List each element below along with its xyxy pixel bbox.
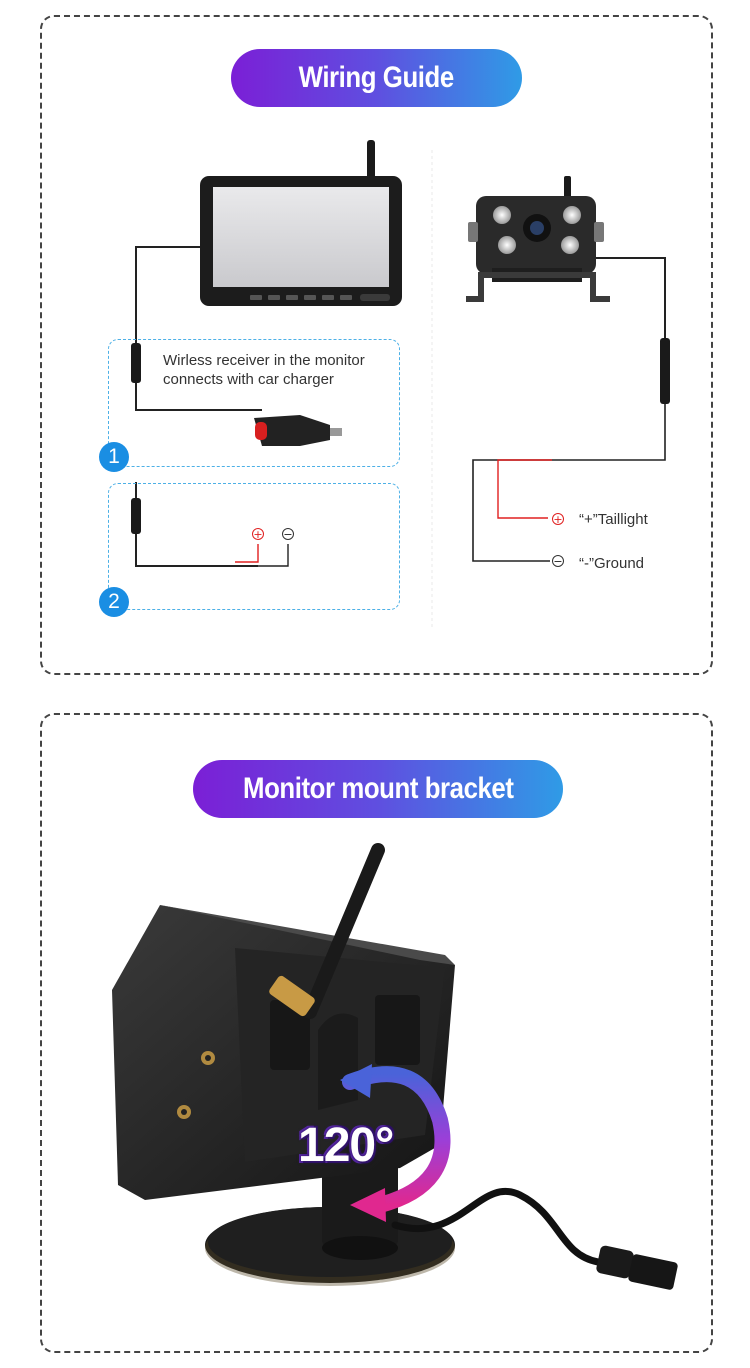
step-1-badge: 1 [99, 442, 129, 472]
wiring-guide-title-banner: Wiring Guide [231, 49, 522, 107]
taillight-label: “+”Taillight [579, 511, 648, 528]
step-1-box [108, 339, 400, 467]
step-2-box [108, 483, 400, 610]
wiring-guide-title: Wiring Guide [298, 61, 455, 94]
ground-label: “-”Ground [579, 555, 645, 572]
ground-minus-icon: − [552, 555, 564, 568]
car-charger-illustration [254, 415, 342, 446]
plus-icon: + [252, 528, 264, 541]
receiver-note-line-2: connects with car charger [163, 371, 334, 388]
step-2-badge: 2 [99, 587, 129, 617]
taillight-plus-icon: + [552, 513, 564, 526]
receiver-note-line-1: Wirless receiver in the monitor [163, 352, 365, 369]
monitor-illustration [200, 140, 402, 306]
mount-bracket-title-banner: Monitor mount bracket [193, 760, 563, 818]
camera-illustration [466, 176, 610, 302]
minus-icon: − [282, 528, 294, 541]
mount-bracket-title: Monitor mount bracket [242, 772, 514, 805]
rotation-angle-label: 120° [298, 1119, 394, 1172]
